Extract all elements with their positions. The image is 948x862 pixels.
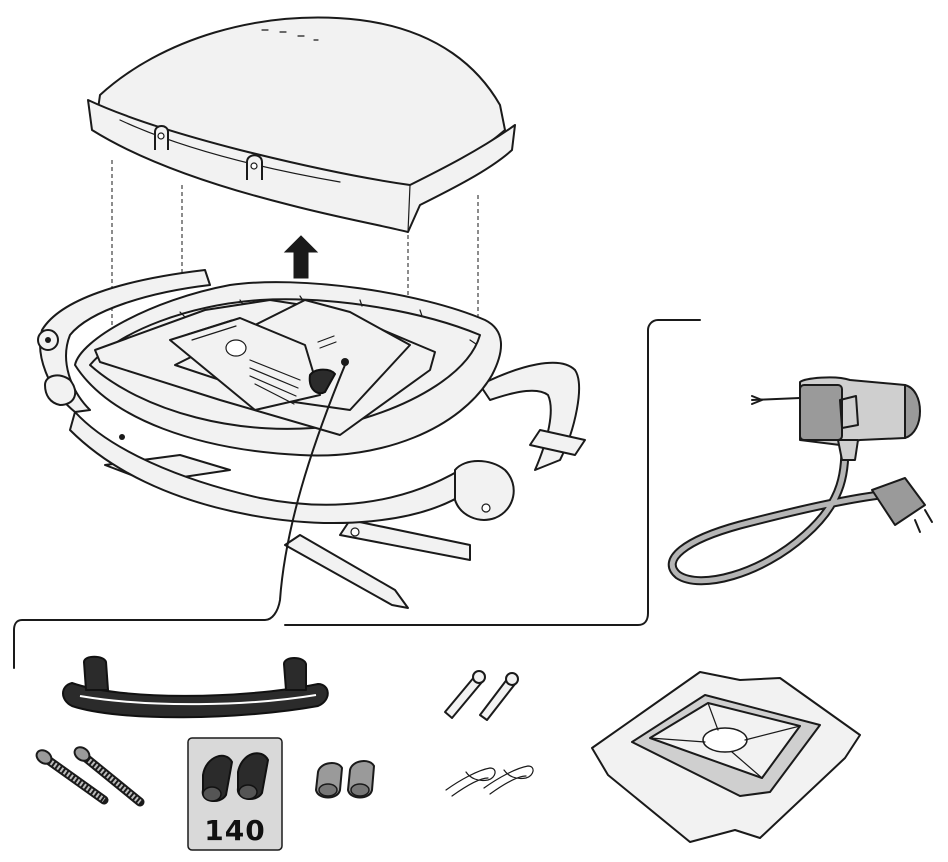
bracket-line <box>284 319 701 626</box>
drip-tray-icon <box>591 671 861 843</box>
foot-icon <box>315 760 375 799</box>
grill-lid-icon <box>87 16 516 233</box>
spacer-size-label: 140 <box>204 814 265 847</box>
spacer-icon: 140 <box>187 737 283 851</box>
rotisserie-motor-icon <box>667 376 933 586</box>
handle-icon <box>62 655 329 719</box>
up-arrow-icon <box>283 235 319 279</box>
pin-icon <box>444 670 519 721</box>
bolt-icon <box>35 746 145 807</box>
clip-icon <box>445 765 534 797</box>
grill-body-icon <box>37 269 586 609</box>
leader-line <box>13 364 346 669</box>
